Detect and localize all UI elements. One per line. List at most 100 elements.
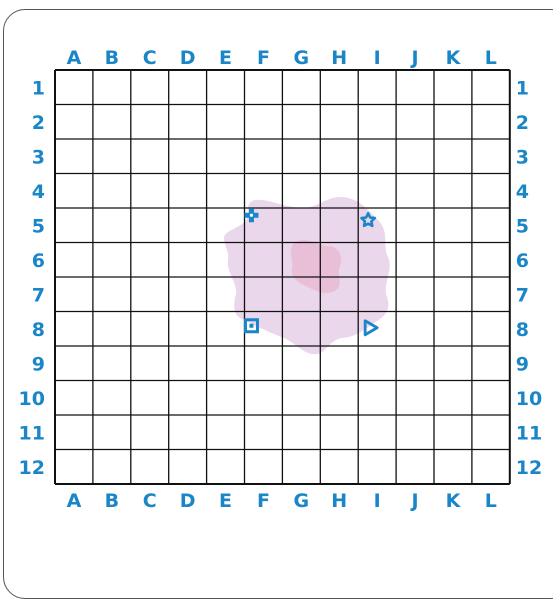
grid-cell-H1[interactable] [320, 70, 358, 105]
grid-cell-C1[interactable] [131, 70, 169, 105]
grid-cell-D10[interactable] [169, 381, 207, 416]
grid-cell-D11[interactable] [169, 415, 207, 450]
grid-cell-K12[interactable] [434, 450, 472, 485]
grid-cell-A12[interactable] [55, 450, 93, 485]
grid-cell-K9[interactable] [434, 346, 472, 381]
grid-cell-H11[interactable] [320, 415, 358, 450]
grid-cell-B3[interactable] [93, 139, 131, 174]
grid-cell-I3[interactable] [358, 139, 396, 174]
grid-cell-B12[interactable] [93, 450, 131, 485]
grid-cell-C4[interactable] [131, 174, 169, 209]
grid-cell-C9[interactable] [131, 346, 169, 381]
grid-cell-J8[interactable] [396, 312, 434, 347]
grid-cell-B8[interactable] [93, 312, 131, 347]
grid-cell-C7[interactable] [131, 277, 169, 312]
grid-cell-H6[interactable] [320, 243, 358, 278]
grid-cell-J12[interactable] [396, 450, 434, 485]
grid-cell-F7[interactable] [245, 277, 283, 312]
grid-cell-C3[interactable] [131, 139, 169, 174]
grid-cell-L2[interactable] [472, 105, 510, 140]
grid-cell-L3[interactable] [472, 139, 510, 174]
grid-cell-L6[interactable] [472, 243, 510, 278]
grid-cell-H5[interactable] [320, 208, 358, 243]
grid-cell-B9[interactable] [93, 346, 131, 381]
grid-cell-H7[interactable] [320, 277, 358, 312]
grid-cell-K5[interactable] [434, 208, 472, 243]
grid-cell-I9[interactable] [358, 346, 396, 381]
grid-cell-H12[interactable] [320, 450, 358, 485]
grid-cell-K3[interactable] [434, 139, 472, 174]
grid-cell-L11[interactable] [472, 415, 510, 450]
grid-cell-I12[interactable] [358, 450, 396, 485]
grid-cell-K1[interactable] [434, 70, 472, 105]
grid-cell-G11[interactable] [282, 415, 320, 450]
grid-cell-K8[interactable] [434, 312, 472, 347]
grid-cell-L8[interactable] [472, 312, 510, 347]
grid-cell-J5[interactable] [396, 208, 434, 243]
grid-cell-K2[interactable] [434, 105, 472, 140]
grid-cell-A4[interactable] [55, 174, 93, 209]
grid-cell-D1[interactable] [169, 70, 207, 105]
grid-cell-K11[interactable] [434, 415, 472, 450]
grid-cell-J11[interactable] [396, 415, 434, 450]
grid-cell-A3[interactable] [55, 139, 93, 174]
grid-cell-I10[interactable] [358, 381, 396, 416]
grid-cell-G10[interactable] [282, 381, 320, 416]
grid-cell-A9[interactable] [55, 346, 93, 381]
grid-cell-A7[interactable] [55, 277, 93, 312]
grid-cell-C11[interactable] [131, 415, 169, 450]
grid-cell-L5[interactable] [472, 208, 510, 243]
grid-cell-J6[interactable] [396, 243, 434, 278]
grid-cell-G5[interactable] [282, 208, 320, 243]
grid-cell-I2[interactable] [358, 105, 396, 140]
grid-cell-E9[interactable] [207, 346, 245, 381]
grid-cell-G1[interactable] [282, 70, 320, 105]
grid-cell-F1[interactable] [245, 70, 283, 105]
grid-cell-A1[interactable] [55, 70, 93, 105]
grid-cell-L12[interactable] [472, 450, 510, 485]
grid-cell-J2[interactable] [396, 105, 434, 140]
grid-cell-B11[interactable] [93, 415, 131, 450]
grid-cell-F6[interactable] [245, 243, 283, 278]
grid-cell-A5[interactable] [55, 208, 93, 243]
grid-cell-J4[interactable] [396, 174, 434, 209]
grid-cell-H2[interactable] [320, 105, 358, 140]
grid-cell-L7[interactable] [472, 277, 510, 312]
grid-cell-G2[interactable] [282, 105, 320, 140]
grid-cell-C10[interactable] [131, 381, 169, 416]
grid-cell-K7[interactable] [434, 277, 472, 312]
grid-cell-J3[interactable] [396, 139, 434, 174]
grid-cell-E1[interactable] [207, 70, 245, 105]
grid-cell-J10[interactable] [396, 381, 434, 416]
grid-cell-I1[interactable] [358, 70, 396, 105]
grid-cell-K10[interactable] [434, 381, 472, 416]
grid-cell-H10[interactable] [320, 381, 358, 416]
grid-cell-K6[interactable] [434, 243, 472, 278]
grid-cell-G4[interactable] [282, 174, 320, 209]
grid-cell-L4[interactable] [472, 174, 510, 209]
grid-cell-H8[interactable] [320, 312, 358, 347]
grid-cell-F4[interactable] [245, 174, 283, 209]
grid-cell-F3[interactable] [245, 139, 283, 174]
grid-cell-I7[interactable] [358, 277, 396, 312]
grid-cell-H9[interactable] [320, 346, 358, 381]
grid-cell-J7[interactable] [396, 277, 434, 312]
grid-cell-G12[interactable] [282, 450, 320, 485]
grid-cell-D5[interactable] [169, 208, 207, 243]
grid-cell-C8[interactable] [131, 312, 169, 347]
grid-cell-F9[interactable] [245, 346, 283, 381]
grid-cell-B10[interactable] [93, 381, 131, 416]
grid-cell-B7[interactable] [93, 277, 131, 312]
grid-cell-F12[interactable] [245, 450, 283, 485]
grid-cell-E7[interactable] [207, 277, 245, 312]
grid-cell-I4[interactable] [358, 174, 396, 209]
grid-cell-B5[interactable] [93, 208, 131, 243]
grid-cell-A6[interactable] [55, 243, 93, 278]
grid-cell-E3[interactable] [207, 139, 245, 174]
grid-cell-E12[interactable] [207, 450, 245, 485]
grid-cell-L10[interactable] [472, 381, 510, 416]
grid-cell-A11[interactable] [55, 415, 93, 450]
grid-cell-D12[interactable] [169, 450, 207, 485]
grid-cell-F10[interactable] [245, 381, 283, 416]
grid-cell-J9[interactable] [396, 346, 434, 381]
